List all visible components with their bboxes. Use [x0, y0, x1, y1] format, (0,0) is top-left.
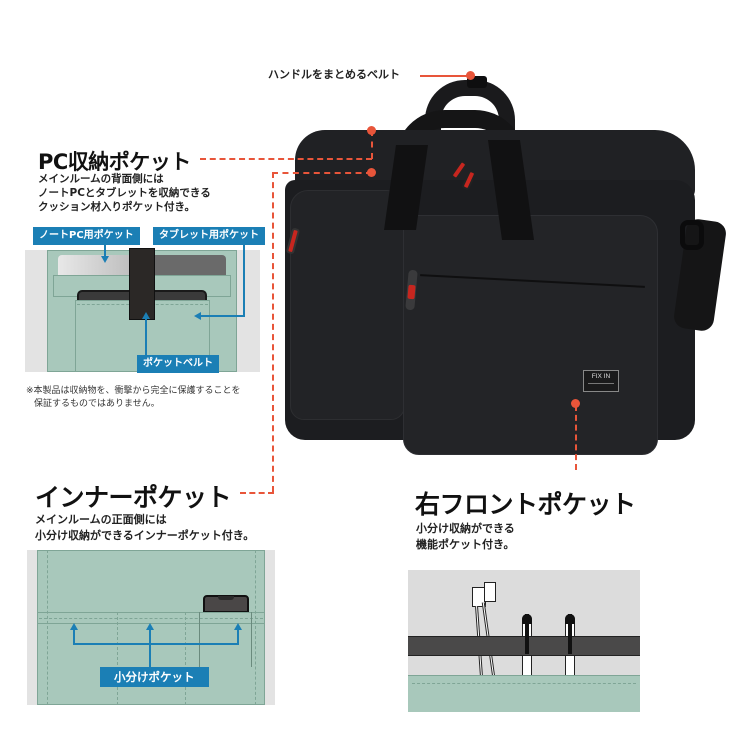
stitch: [39, 618, 263, 619]
pen-clip: [525, 614, 529, 654]
small-pocket-arrow-2: [146, 623, 154, 630]
pc-pocket-title: PC収納ポケット: [38, 150, 191, 174]
tablet-arrow-line-v: [243, 245, 245, 317]
small-pocket-line-3: [237, 629, 239, 644]
pc-pocket-note-2: 保証するものではありません。: [34, 399, 160, 409]
inner-pocket-dot: [367, 168, 376, 177]
divider: [199, 612, 200, 667]
pc-pocket-leader-h: [200, 158, 372, 160]
stitch: [412, 683, 636, 684]
inner-pocket-desc-1: メインルームの正面側には: [35, 513, 167, 526]
inner-pocket-desc-2: 小分け収納ができるインナーポケット付き。: [35, 529, 255, 542]
inner-pocket-title: インナーポケット: [35, 483, 232, 512]
notebook-arrow-line: [104, 245, 106, 257]
stitch: [255, 550, 256, 705]
handle-belt-dot: [466, 71, 475, 80]
right-front-pocket-illustration: [408, 570, 640, 712]
small-pocket-line-1: [73, 629, 75, 644]
pocket-belt-shape: [129, 248, 155, 320]
stitch: [185, 612, 186, 705]
pc-pocket-desc-3: クッション材入りポケット付き。: [38, 201, 195, 213]
stitch: [117, 612, 118, 705]
bag-right-front-pocket: [403, 215, 658, 455]
right-front-pocket-dot: [571, 399, 580, 408]
usb-connector-2: [484, 582, 496, 602]
pen-clip: [568, 636, 572, 654]
inner-pocket-leader-v: [272, 172, 274, 492]
handle-belt-leader: [420, 75, 470, 77]
belt-arrow-line: [145, 318, 147, 356]
tablet-arrow-line-h: [200, 315, 245, 317]
right-front-pocket-title: 右フロントポケット: [415, 490, 636, 519]
shoulder-strap-buckle: [680, 220, 704, 250]
small-pocket-line-2: [149, 629, 151, 669]
pc-pocket-desc-1: メインルームの背面側には: [38, 173, 164, 185]
front-pocket-fabric: [408, 675, 640, 712]
right-front-pocket-desc-2: 機能ポケット付き。: [416, 538, 515, 551]
pen-clip: [525, 636, 529, 654]
right-front-pocket-desc-1: 小分け収納ができる: [416, 522, 515, 535]
pen-cap: [522, 614, 532, 624]
right-front-pocket-leader: [575, 405, 577, 470]
pc-pocket-dot: [367, 126, 376, 135]
pc-pocket-leader-v: [371, 130, 373, 159]
divider: [251, 612, 252, 667]
notebook-pocket-label: ノートPC用ポケット: [33, 227, 140, 245]
brand-tag-text: FIX IN: [591, 373, 611, 380]
inner-pocket-leader-bottom: [240, 492, 274, 494]
pc-pocket-desc-2: ノートPCとタブレットを収納できる: [38, 187, 211, 199]
small-pocket-label: 小分けポケット: [100, 667, 209, 687]
small-pocket-arrow-3: [234, 623, 242, 630]
brand-tag: FIX IN: [583, 370, 619, 392]
phone-notch: [218, 596, 234, 600]
pc-pocket-illustration: [25, 248, 260, 372]
pocket-belt-label: ポケットベルト: [137, 355, 219, 373]
bag-photo: FIX IN: [285, 70, 728, 470]
elastic-band: [408, 636, 640, 656]
inner-pocket-leader-top: [272, 172, 372, 174]
notebook-arrow-icon: [101, 256, 109, 263]
zipper-pull-right-red: [407, 284, 416, 300]
pen-cap: [565, 614, 575, 624]
belt-arrow-icon: [142, 312, 150, 319]
stitch: [47, 550, 48, 705]
handle-belt-label: ハンドルをまとめるベルト: [268, 68, 400, 81]
pen-clip: [568, 614, 572, 654]
tablet-pocket-label: タブレット用ポケット: [153, 227, 265, 245]
tablet-arrow-icon: [194, 312, 201, 320]
small-pocket-arrow-1: [70, 623, 78, 630]
pc-pocket-note-1: ※本製品は収納物を、衝撃から完全に保護することを: [26, 386, 241, 396]
small-pocket-line-h: [73, 643, 239, 645]
